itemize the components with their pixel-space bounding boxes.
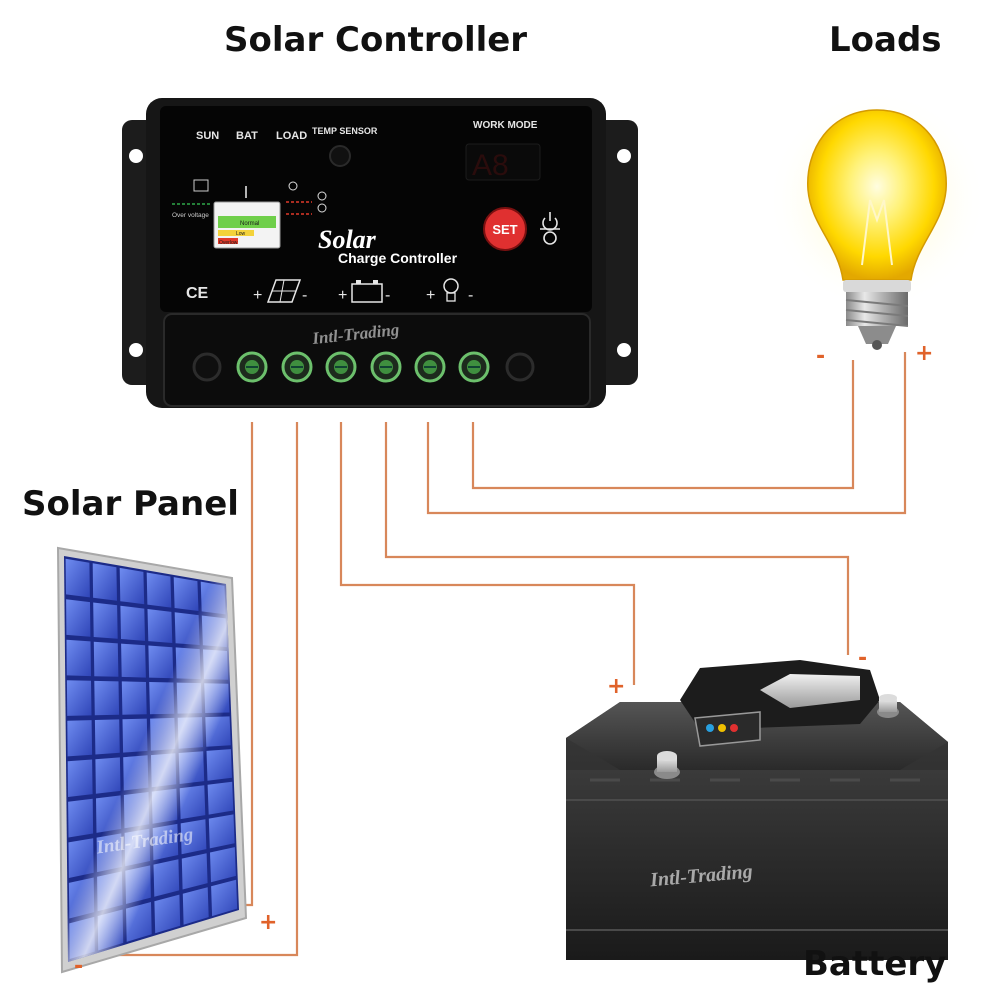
wire-panel-positive <box>96 422 299 957</box>
battery-icon: + - <box>338 280 390 304</box>
terminal-block <box>192 351 535 383</box>
wire-battery-negative <box>384 422 850 655</box>
battery-positive-sign: + <box>607 674 626 699</box>
load-label: LOAD <box>276 130 307 142</box>
battery-label: Battery <box>803 944 947 984</box>
light-bulb <box>767 90 987 350</box>
brand-solar: Solar <box>318 225 377 254</box>
panel-terminal-minus: - <box>302 287 307 304</box>
terminal-battery-negative[interactable] <box>370 351 402 383</box>
panel-positive-sign: + <box>259 910 278 935</box>
wire-panel-negative <box>245 422 254 907</box>
power-icon <box>540 212 560 245</box>
low-indicator: Low <box>236 231 246 237</box>
overlow-indicator: Overlow <box>219 240 238 246</box>
set-button[interactable] <box>483 207 527 251</box>
wire-load-negative <box>471 360 855 490</box>
wires <box>96 352 907 957</box>
loads-positive-sign: + <box>915 341 934 366</box>
normal-indicator: Normal <box>240 221 259 227</box>
temp-sensor-label: TEMP SENSOR <box>312 126 378 136</box>
terminal-panel-positive[interactable] <box>281 351 313 383</box>
solar-panel: Intl-Trading <box>56 546 248 974</box>
temp-sensor-port <box>329 145 351 167</box>
terminal-load-negative[interactable] <box>458 351 490 383</box>
segment-display: A8 <box>472 149 509 182</box>
load-terminal-minus: - <box>468 287 473 304</box>
work-mode-label: WORK MODE <box>473 120 538 131</box>
status-diagram: Normal Low Overlow Over voltage <box>172 179 327 249</box>
ce-mark: CE <box>186 285 209 302</box>
terminal-panel-negative[interactable] <box>236 351 268 383</box>
bat-label: BAT <box>236 130 258 142</box>
bulb-icon: + - <box>426 278 473 304</box>
solar-controller: SUN BAT LOAD TEMP SENSOR WORK MODE A8 No… <box>122 98 638 408</box>
set-button-label: SET <box>492 222 517 237</box>
load-terminal-plus: + <box>426 287 435 304</box>
battery-terminal-minus: - <box>385 287 390 304</box>
mini-bulb-icon <box>288 181 298 191</box>
panel-terminal-plus: + <box>253 287 262 304</box>
sun-label: SUN <box>196 130 219 142</box>
battery-negative-sign: - <box>858 646 868 671</box>
loads-label: Loads <box>829 20 942 60</box>
controller-label: Solar Controller <box>224 20 528 60</box>
battery: Intl-Trading <box>566 660 948 960</box>
over-voltage-label: Over voltage <box>172 212 209 219</box>
wire-load-positive <box>426 352 907 515</box>
solar-panel-label: Solar Panel <box>22 484 239 524</box>
panel-negative-sign: - <box>74 954 84 979</box>
battery-terminal-plus: + <box>338 287 347 304</box>
mini-panel-icon <box>193 179 209 192</box>
brand-subtitle: Charge Controller <box>338 250 458 266</box>
wire-battery-positive <box>339 422 636 685</box>
loads-negative-sign: - <box>816 344 826 369</box>
terminal-battery-positive[interactable] <box>325 351 357 383</box>
sun-panel-icon: + - <box>253 279 307 304</box>
terminal-load-positive[interactable] <box>414 351 446 383</box>
